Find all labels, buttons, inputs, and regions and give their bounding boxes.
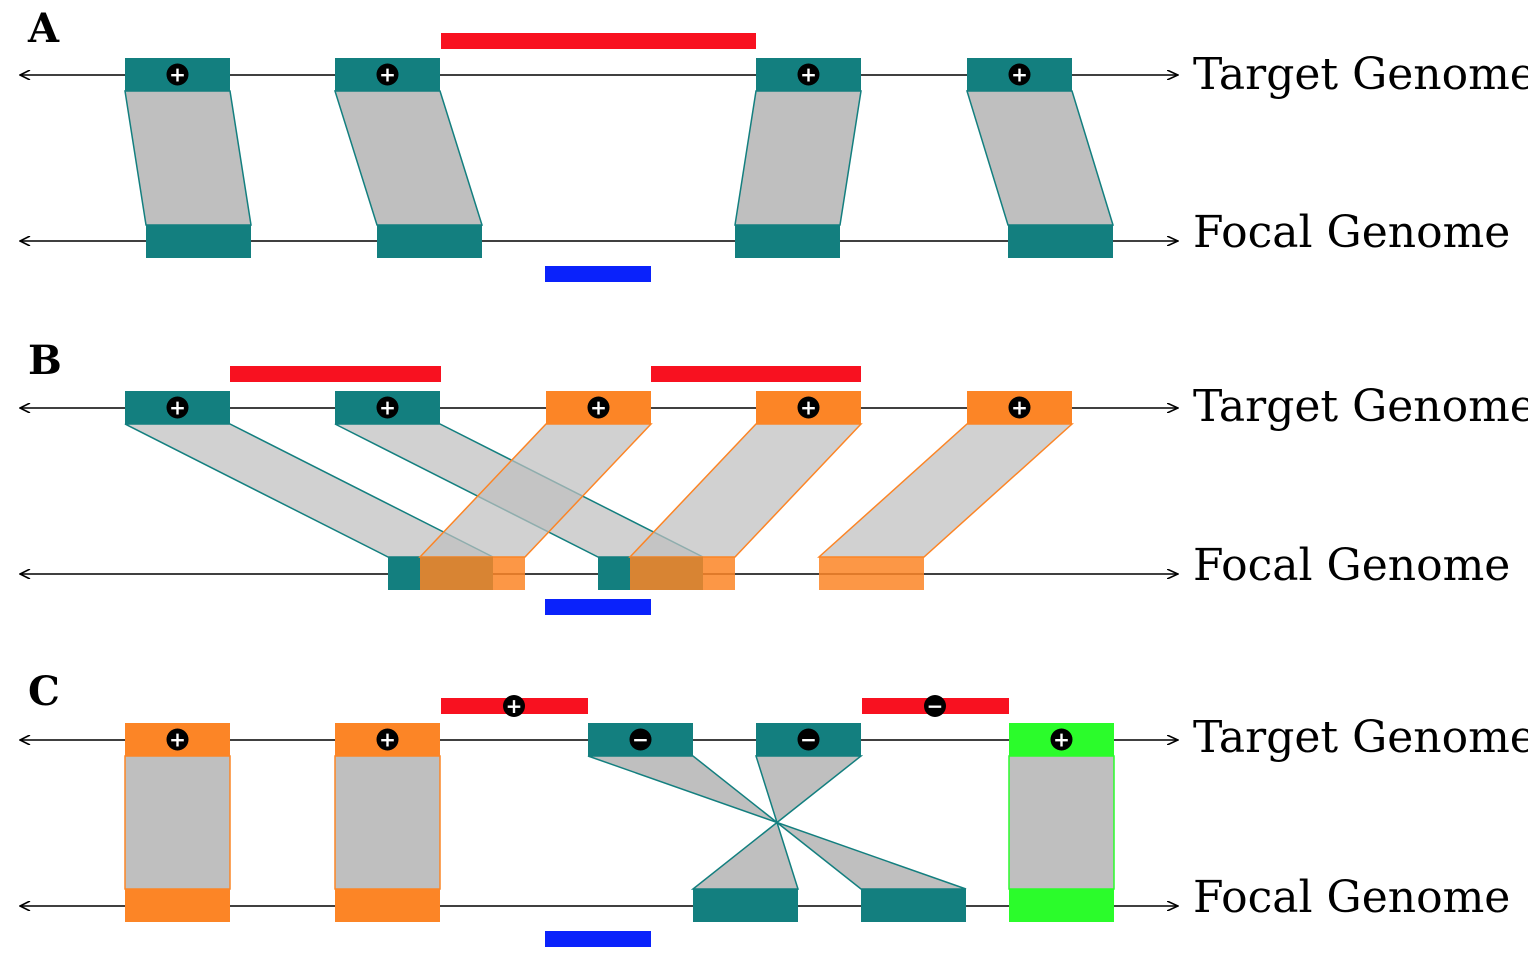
focal-block xyxy=(420,557,525,590)
svg-text:+: + xyxy=(1011,63,1028,87)
focal-block xyxy=(861,889,966,922)
synteny-link xyxy=(1008,755,1115,890)
plus-strand-icon: + xyxy=(376,396,399,420)
svg-text:−: − xyxy=(632,728,649,752)
synteny-link xyxy=(965,90,1115,226)
minus-strand-icon: − xyxy=(629,728,652,752)
synteny-link xyxy=(124,90,252,226)
plus-strand-icon: + xyxy=(376,728,399,752)
synteny-link xyxy=(817,423,1074,558)
target-gap-bar xyxy=(651,366,861,382)
panel-a-ribbons xyxy=(124,90,1115,226)
svg-text:+: + xyxy=(379,728,396,752)
synteny-link xyxy=(734,90,862,226)
svg-text:+: + xyxy=(169,396,186,420)
focal-block xyxy=(146,225,251,258)
plus-strand-icon: + xyxy=(376,63,399,87)
focal-block xyxy=(1008,225,1113,258)
plus-strand-icon: + xyxy=(587,396,610,420)
svg-text:+: + xyxy=(506,694,523,718)
focal-block xyxy=(819,557,924,590)
focal-block xyxy=(735,225,840,258)
svg-text:+: + xyxy=(1011,396,1028,420)
panel-letter-c: C xyxy=(28,668,60,715)
focal-block xyxy=(1009,889,1114,922)
plus-strand-icon: + xyxy=(503,694,525,718)
plus-strand-icon: + xyxy=(797,396,820,420)
svg-text:−: − xyxy=(800,728,817,752)
synteny-link xyxy=(333,90,484,226)
plus-strand-icon: + xyxy=(1008,63,1031,87)
focal-gap-bar xyxy=(545,266,651,282)
svg-text:+: + xyxy=(169,728,186,752)
focal-block xyxy=(693,889,798,922)
panel-c-ribbons xyxy=(124,755,1115,890)
target-gap-bar xyxy=(230,366,441,382)
focal-genome-label: Focal Genome xyxy=(1193,540,1510,591)
panel-a: A + + + + Target Genome Focal Genome xyxy=(20,5,1528,282)
synteny-link xyxy=(628,423,863,558)
focal-block xyxy=(630,557,735,590)
panel-b: B + + + + + Target Genome Focal Genome xyxy=(20,337,1528,615)
panel-c: C ++−−+ +− Target Genome Focal Genome xyxy=(20,668,1528,947)
minus-strand-icon: − xyxy=(797,728,820,752)
plus-strand-icon: + xyxy=(166,728,189,752)
minus-strand-icon: − xyxy=(924,694,946,718)
panel-a-blocks: + + + + xyxy=(125,58,1113,258)
svg-text:+: + xyxy=(590,396,607,420)
panel-a-bars xyxy=(441,33,756,282)
panel-letter-b: B xyxy=(28,337,62,384)
focal-gap-bar xyxy=(545,599,651,615)
focal-gap-bar xyxy=(545,931,651,947)
svg-text:+: + xyxy=(379,63,396,87)
panel-letter-a: A xyxy=(27,5,60,52)
panel-b-bars xyxy=(230,366,861,615)
focal-block xyxy=(377,225,482,258)
synteny-link xyxy=(124,755,231,890)
svg-text:−: − xyxy=(927,694,944,718)
panel-c-blocks: + + − − + xyxy=(125,723,1114,922)
svg-text:+: + xyxy=(800,396,817,420)
svg-text:+: + xyxy=(800,63,817,87)
target-gap-bar xyxy=(441,33,756,49)
svg-text:+: + xyxy=(1053,728,1070,752)
focal-genome-label: Focal Genome xyxy=(1193,872,1510,923)
plus-strand-icon: + xyxy=(797,63,820,87)
plus-strand-icon: + xyxy=(1008,396,1031,420)
focal-genome-label: Focal Genome xyxy=(1193,207,1510,258)
panel-c-bars: +− xyxy=(441,694,1009,947)
target-genome-label: Target Genome xyxy=(1193,712,1528,763)
target-genome-label: Target Genome xyxy=(1193,381,1528,432)
plus-strand-icon: + xyxy=(166,396,189,420)
plus-strand-icon: + xyxy=(166,63,189,87)
plus-strand-icon: + xyxy=(1050,728,1073,752)
target-genome-label: Target Genome xyxy=(1193,49,1528,100)
panel-b-ribbons xyxy=(124,423,1074,558)
focal-block xyxy=(125,889,230,922)
svg-text:+: + xyxy=(169,63,186,87)
panel-b-target-blocks: + + + + + xyxy=(125,391,1072,424)
svg-text:+: + xyxy=(379,396,396,420)
focal-block xyxy=(335,889,440,922)
panel-b-focal-blocks xyxy=(388,557,924,590)
synteny-link xyxy=(334,755,441,890)
